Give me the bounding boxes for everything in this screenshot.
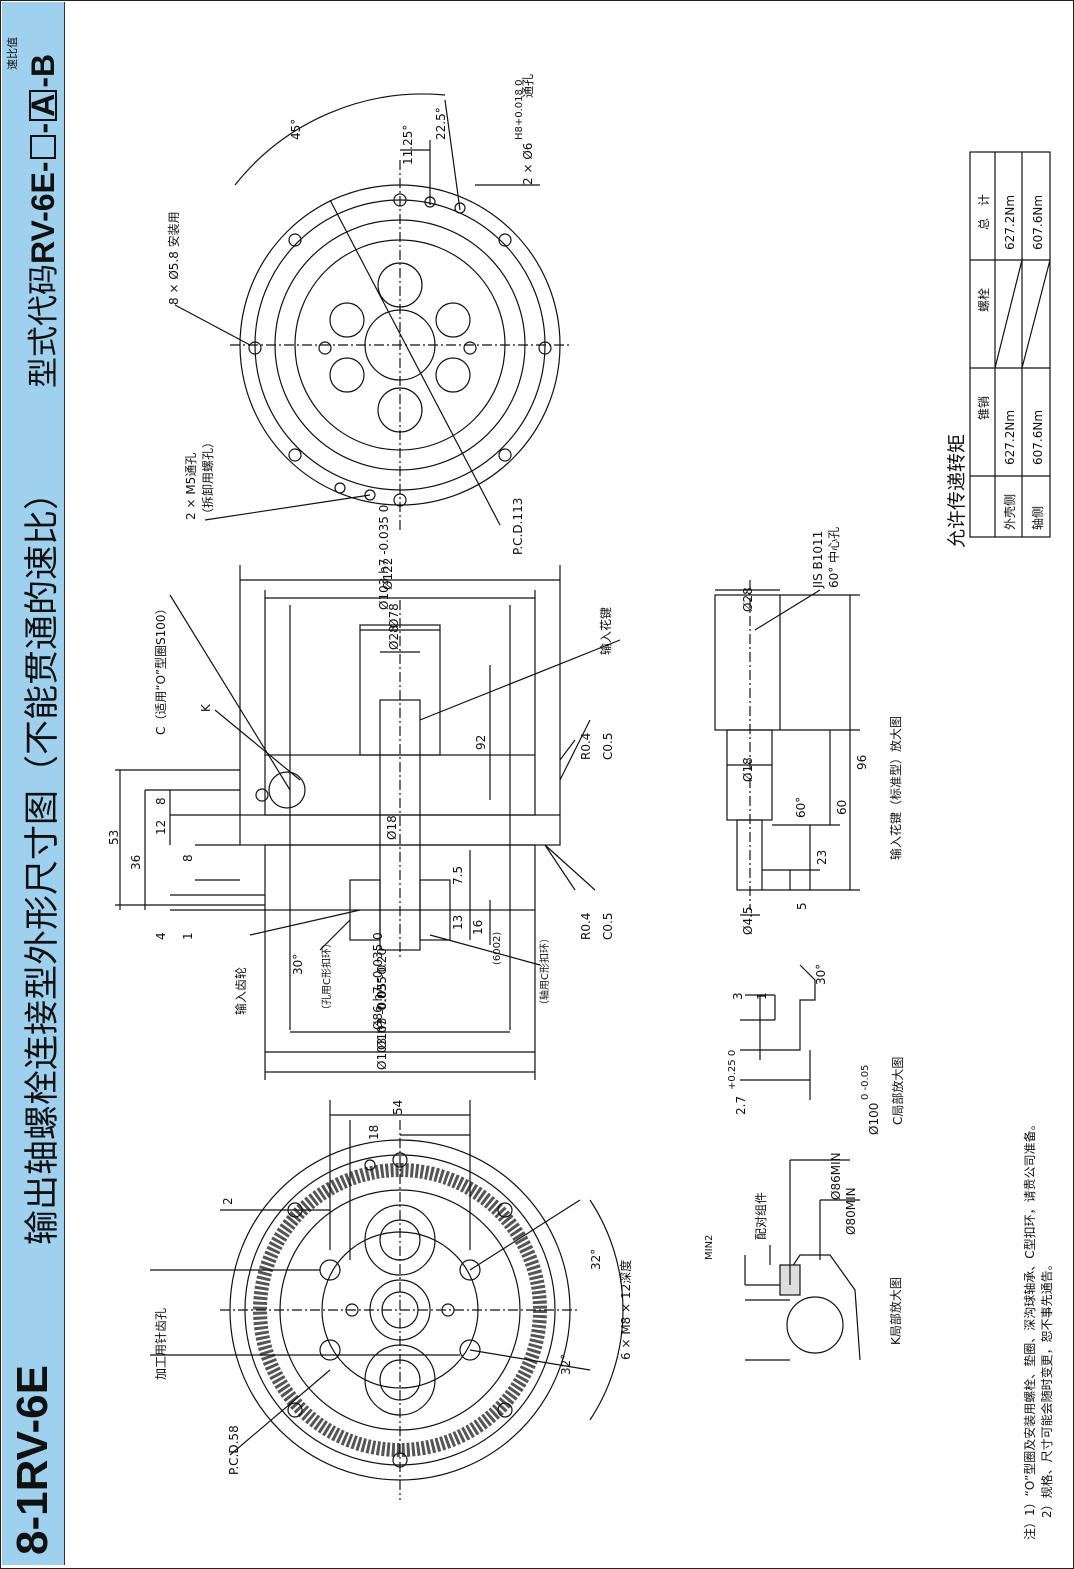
output-dim-54: 54 — [391, 1100, 405, 1115]
torque-table-grid — [969, 151, 1051, 538]
sec-r04b: R0.4 — [579, 913, 593, 940]
k-detail — [744, 1159, 861, 1361]
sec-c05a: C0.5 — [601, 733, 615, 760]
sec-gear-label: 输入齿轮 — [233, 967, 248, 1015]
sec-d28: Ø28 — [387, 625, 401, 650]
input-angle-45: 45° — [289, 119, 303, 140]
sec-len53: 53 — [107, 830, 121, 845]
sec-len16: 16 — [471, 920, 485, 935]
sec-len4: 4 — [154, 932, 168, 940]
section-view — [115, 565, 621, 1080]
input-front-view — [174, 93, 570, 530]
k-detail-d80: Ø80MIN — [844, 1187, 858, 1235]
sec-len36: 36 — [129, 855, 143, 870]
table-row2-label: 轴侧 — [1030, 506, 1045, 530]
note-2: 2）规格、尺寸可能会随时变更，恕不事先通告。 — [1040, 1258, 1054, 1518]
sec-len92: 92 — [474, 735, 488, 750]
spline-d4-5: Ø4.5 — [741, 906, 755, 935]
sec-circlip-hole: （孔用C形扣环） — [320, 938, 333, 1015]
c-detail-angle30: 30° — [814, 964, 828, 985]
c-detail-title: C局部放大图 — [890, 1057, 905, 1125]
sec-len12: 12 — [154, 820, 168, 835]
k-detail-min2: MIN2 — [704, 1235, 715, 1260]
table-header-pin: 锥销 — [977, 396, 991, 420]
table-header-bolt: 螺栓 — [976, 288, 991, 312]
input-mount-holes: 8 × Ø5.8 安装用 — [166, 211, 181, 305]
sec-d78: Ø78 — [387, 603, 401, 628]
table-row2-total: 607.6Nm — [1031, 195, 1045, 250]
c-detail-d100-tol: 0 -0.05 — [860, 1065, 871, 1100]
c-detail-d100: Ø100 — [867, 1103, 881, 1135]
sec-len13: 13 — [451, 915, 465, 930]
sec-c-label: C（适用“O”型圈S100） — [154, 602, 168, 735]
sec-d103-bot: Ø103 h7 -0.035 0 — [375, 965, 389, 1070]
output-front-view — [150, 1100, 624, 1500]
sec-r04a: R0.4 — [579, 733, 593, 760]
k-detail-title: K局部放大图 — [888, 1277, 903, 1345]
sec-d103-mid: Ø103 -0.05 -0.20 — [375, 948, 389, 1050]
sec-spline-label: 输入花键 — [598, 607, 613, 655]
torque-table-title: 允许传递转矩 — [946, 433, 968, 548]
spline-center-hole: JIS B1011 — [811, 531, 825, 589]
spline-title: 输入花键（标准型）放大图 — [888, 716, 903, 860]
input-pin-holes: 2 × Ø6 — [521, 143, 535, 185]
spline-d28: Ø28 — [741, 587, 755, 612]
spline-d18: Ø18 — [741, 757, 755, 782]
sec-circlip-shaft: （轴用C形扣环） — [538, 933, 551, 1010]
sec-len1: 1 — [181, 932, 195, 940]
table-row2-bolt: 607.6Nm — [1031, 410, 1045, 465]
k-detail-part: 配对组件 — [754, 1192, 768, 1240]
output-angle-b: 32° — [559, 1354, 573, 1375]
c-detail-dim-2-7: 2.7 — [734, 1096, 748, 1115]
c-detail-dim-2-7-tol: +0.25 0 — [727, 1050, 738, 1090]
spline-len60: 60 — [835, 800, 849, 815]
sec-angle30: 30° — [291, 954, 305, 975]
sec-d103-top: Ø103 h7 -0.035 0 — [377, 505, 391, 610]
spline-center-hole-2: 60° 中心孔 — [826, 527, 841, 588]
output-pcd: P.C.D.58 — [227, 1425, 241, 1475]
spline-detail — [714, 580, 860, 916]
input-pcd: P.C.D.113 — [511, 498, 525, 555]
sec-k-label: K — [199, 703, 213, 712]
sec-d18: Ø18 — [385, 815, 399, 840]
sec-d86: Ø86 h7 -0.035 0 — [371, 932, 385, 1030]
spline-len23: 23 — [815, 850, 829, 865]
table-row1-total: 627.2Nm — [1003, 195, 1017, 250]
input-release-holes: 2 × M5通孔 — [184, 453, 198, 520]
sec-d122: Ø122 — [381, 558, 395, 590]
sec-len8b: 8 — [181, 854, 195, 862]
input-pin-suffix: 通孔 — [521, 74, 535, 98]
spline-len5: 5 — [795, 902, 809, 910]
title-bar — [2, 2, 65, 1565]
output-pin-hole: 加工用针齿孔 — [153, 1308, 168, 1380]
output-dim-18: 18 — [367, 1125, 381, 1140]
k-detail-d86: Ø86MIN — [829, 1152, 843, 1200]
note-1: 注）1）“O”型圈及安装用螺栓、垫圈、深沟球轴承、C型扣环，请贵公司准备。 — [1023, 1118, 1037, 1540]
input-pin-tol: H8+0.018 0 — [514, 80, 525, 140]
c-detail-dim-1: 1 — [755, 992, 769, 1000]
sec-c05b: C0.5 — [601, 913, 615, 940]
output-tapped-holes: 6 × M8 × 12深度 — [618, 1260, 633, 1360]
input-angle-22-5: 22.5° — [434, 107, 448, 140]
table-row1-label: 外壳侧 — [1003, 494, 1017, 530]
c-detail — [740, 964, 816, 1100]
input-release-note: （拆卸用螺孔） — [200, 436, 215, 520]
spline-angle60: 60° — [794, 797, 808, 818]
table-header-total: 总 计 — [977, 194, 991, 230]
output-angle-a: 32° — [589, 1249, 603, 1270]
sec-len7-5: 7.5 — [451, 866, 465, 885]
input-angle-11-25: 11.25° — [401, 125, 415, 165]
c-detail-dim-3: 3 — [731, 992, 745, 1000]
spline-len96: 96 — [855, 755, 869, 770]
table-row1-bolt: 627.2Nm — [1003, 410, 1017, 465]
sec-len8a: 8 — [154, 797, 168, 805]
sec-bearing: (6002) — [492, 932, 503, 965]
output-dim-2: 2 — [221, 1197, 235, 1205]
notes: 注）1）“O”型圈及安装用螺栓、垫圈、深沟球轴承、C型扣环，请贵公司准备。 2）… — [1022, 1118, 1056, 1540]
